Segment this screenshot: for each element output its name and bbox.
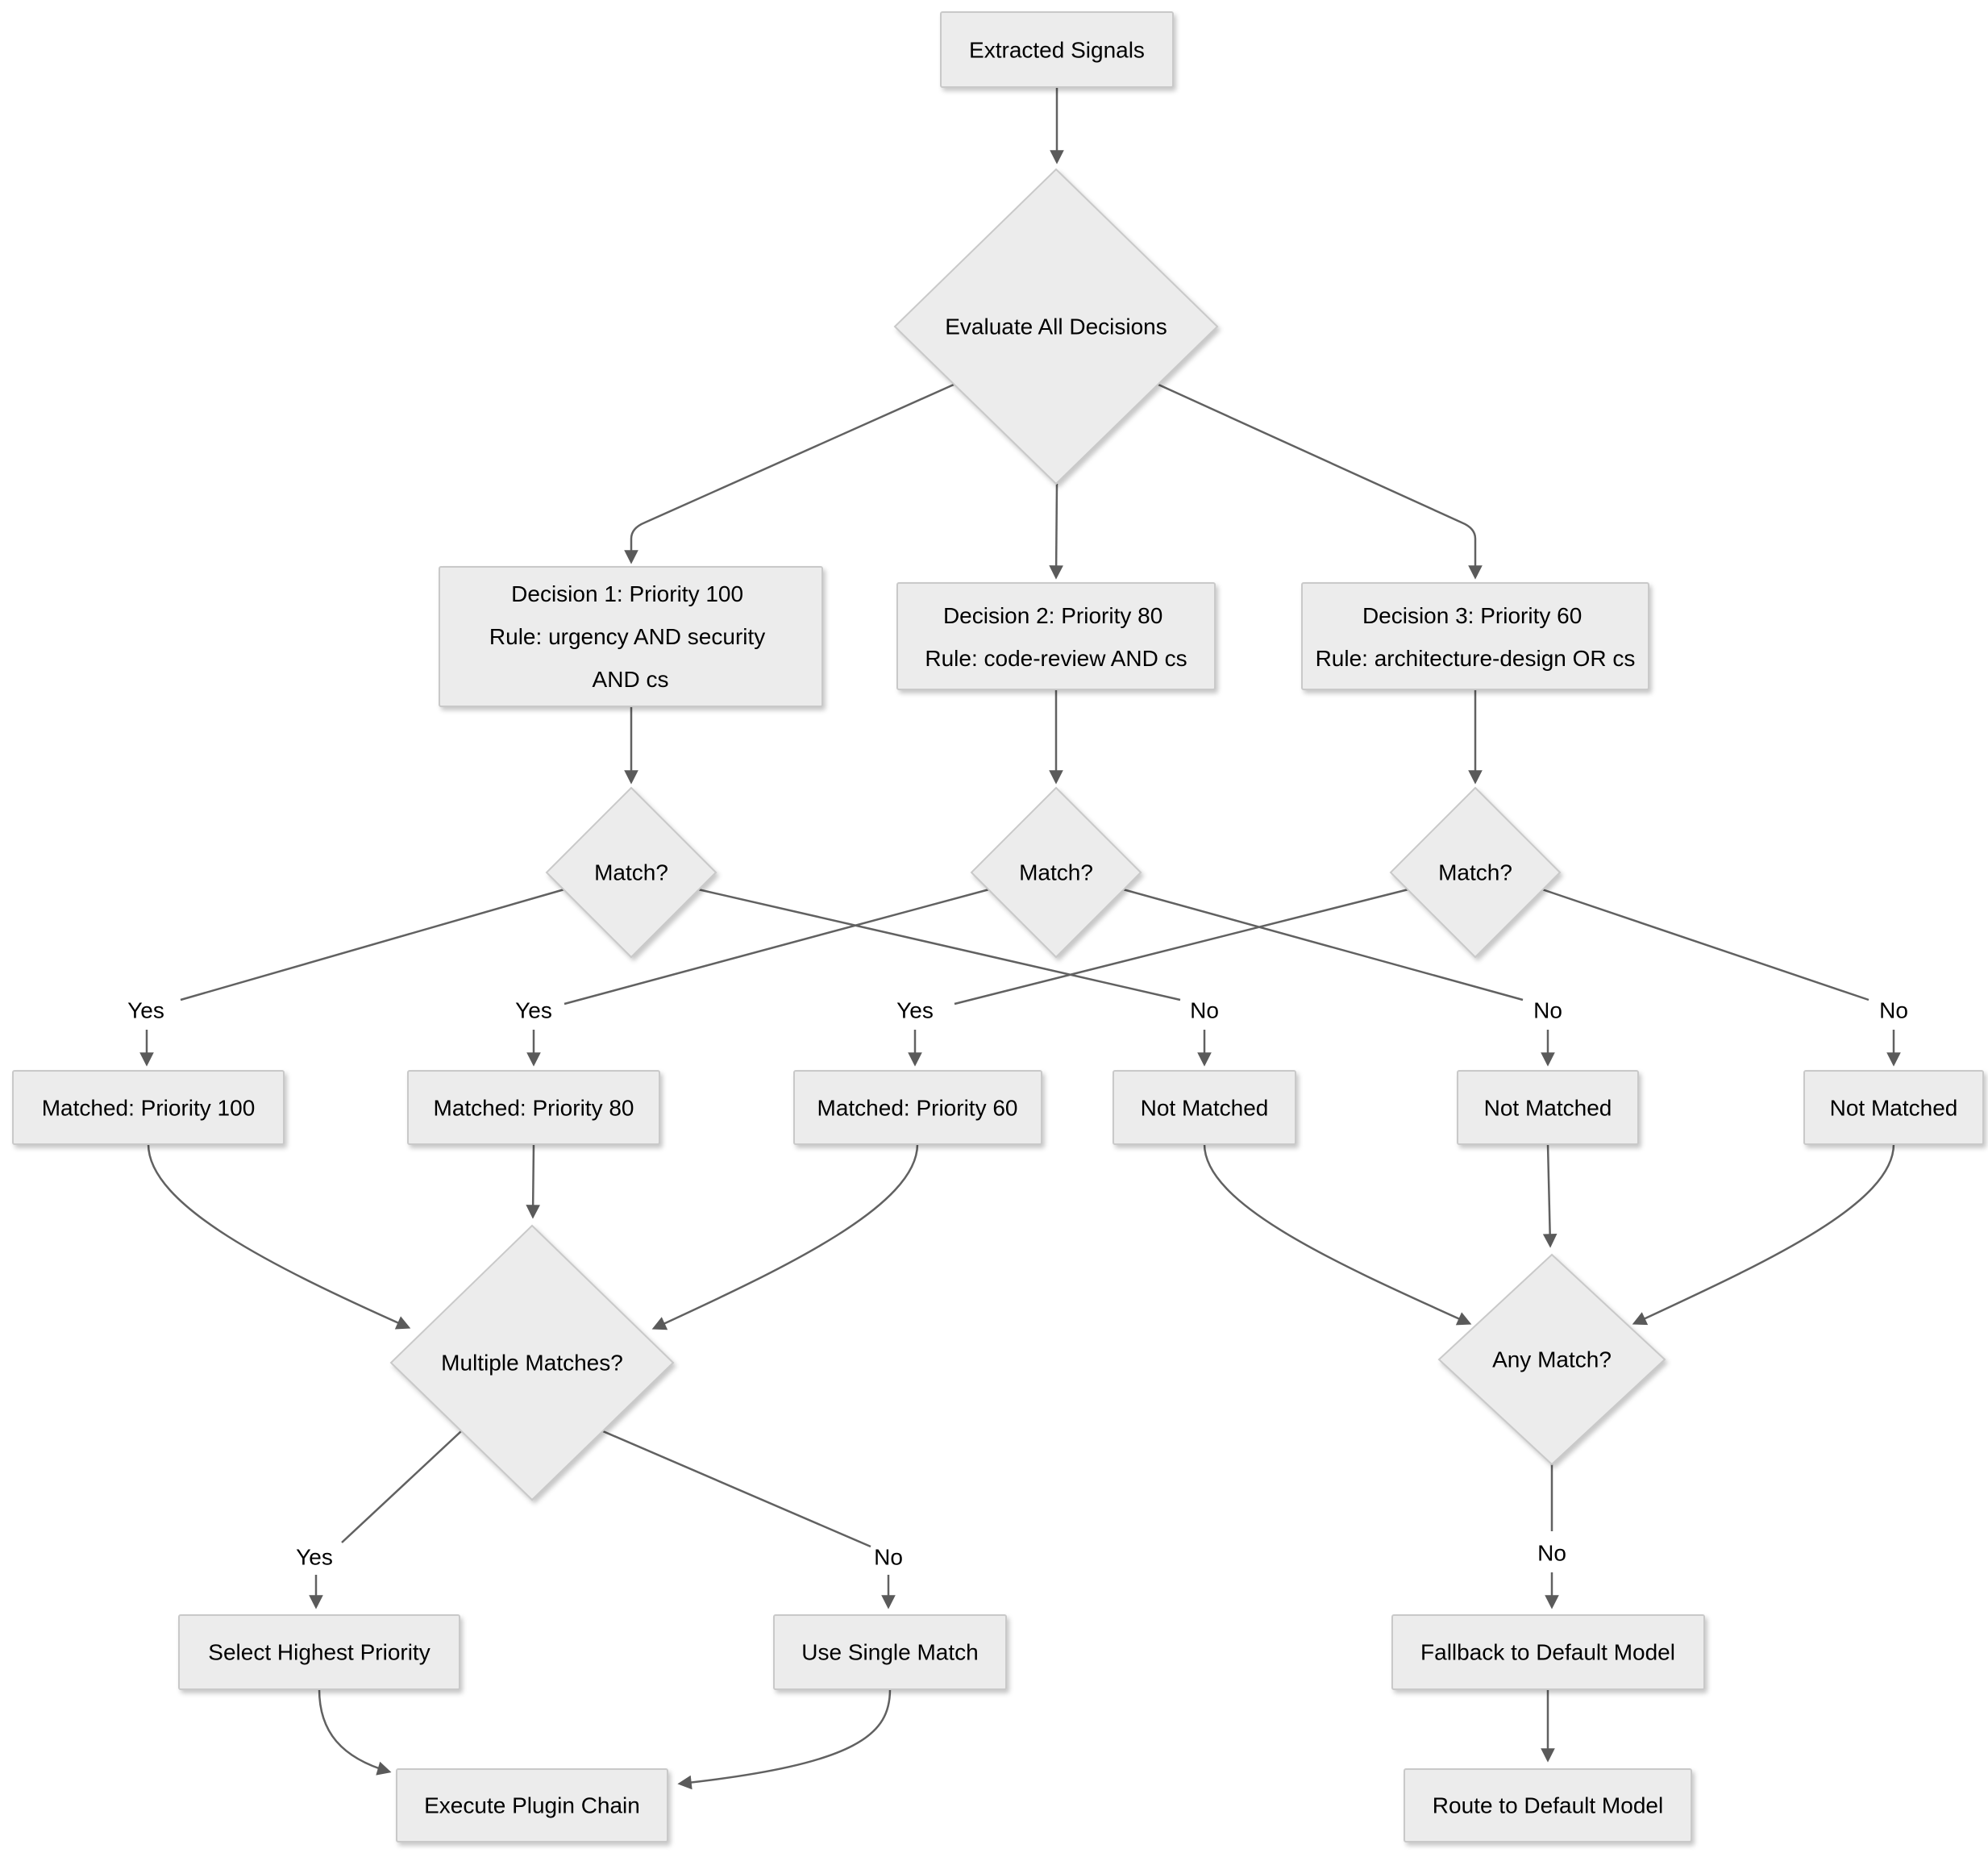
edge-match2-no-diagonal: [1122, 888, 1524, 1001]
node-select-highest-priority: Select Highest Priority: [178, 1614, 460, 1690]
edge-label-match1-yes: Yes: [127, 998, 164, 1023]
route-default-label: Route to Default Model: [1433, 1793, 1663, 1818]
node-any-match: Any Match?: [1437, 1253, 1666, 1466]
node-matched-60: Matched: Priority 60: [793, 1070, 1042, 1145]
edge-label-match3-no: No: [1879, 998, 1908, 1023]
edge-single-to-execute: [677, 1688, 892, 1790]
node-not-matched-3: Not Matched: [1803, 1070, 1984, 1145]
notmatched1-box: [1113, 1070, 1296, 1145]
notmatched3-box: [1803, 1070, 1984, 1145]
node-execute-plugin-chain: Execute Plugin Chain: [396, 1768, 668, 1842]
edge-labels: Yes Yes Yes No No No Yes No No: [127, 998, 1908, 1570]
decision1-box: [439, 566, 823, 707]
matched80-label: Matched: Priority 80: [434, 1096, 634, 1121]
edge-label-match3-yes: Yes: [896, 998, 934, 1023]
extracted-signals-box: [940, 11, 1174, 88]
match2-label: Match?: [1019, 860, 1093, 885]
match3-label: Match?: [1438, 860, 1512, 885]
edge-match2-yes-diagonal: [564, 888, 990, 1006]
node-match-1: Match?: [545, 786, 717, 959]
edge-multiple-no-diagonal: [602, 1430, 871, 1548]
match1-label: Match?: [594, 860, 668, 885]
edge-evaluate-to-decision1: [624, 383, 954, 564]
evaluate-label: Evaluate All Decisions: [945, 314, 1167, 339]
edge-label-multiple-no: No: [874, 1545, 903, 1570]
edge-evaluate-to-decision2: [1049, 483, 1063, 580]
edge-match1-yes-diagonal: [180, 888, 565, 1001]
matched60-label: Matched: Priority 60: [817, 1096, 1018, 1121]
edge-select-to-execute: [318, 1688, 392, 1776]
evaluate-diamond: [893, 168, 1219, 485]
select-highest-box: [178, 1614, 460, 1690]
edge-matched100-to-multiple: [147, 1143, 411, 1330]
matched60-box: [793, 1070, 1042, 1145]
node-use-single-match: Use Single Match: [773, 1614, 1007, 1690]
edge-evaluate-to-decision3: [1158, 383, 1483, 580]
any-match-diamond: [1437, 1253, 1666, 1466]
node-extracted-signals: Extracted Signals: [940, 11, 1174, 88]
edge-notmatched1-to-anymatch: [1203, 1143, 1472, 1326]
edge-multiple-yes-diagonal: [341, 1430, 462, 1543]
node-decision-2: Decision 2: Priority 80 Rule: code-revie…: [896, 582, 1216, 690]
route-default-box: [1404, 1768, 1692, 1842]
decision1-label: Decision 1: Priority 100 Rule: urgency A…: [489, 581, 771, 692]
extracted-signals-label: Extracted Signals: [969, 38, 1145, 63]
edge-match1-no-diagonal: [697, 888, 1181, 1001]
node-not-matched-1: Not Matched: [1113, 1070, 1296, 1145]
fallback-box: [1391, 1614, 1705, 1690]
notmatched3-label: Not Matched: [1830, 1096, 1958, 1121]
edge-notmatched2-to-anymatch: [1542, 1143, 1558, 1248]
select-highest-label: Select Highest Priority: [208, 1640, 430, 1665]
decision2-label: Decision 2: Priority 80 Rule: code-revie…: [925, 603, 1187, 671]
node-matched-100: Matched: Priority 100: [12, 1070, 285, 1145]
edge-matched80-to-multiple: [526, 1143, 540, 1219]
edge-label-match1-no: No: [1190, 998, 1219, 1023]
decision2-box: [896, 582, 1216, 690]
edge-matched60-to-multiple: [651, 1143, 919, 1330]
edges: [139, 87, 1901, 1790]
node-multiple-matches: Multiple Matches?: [389, 1224, 675, 1501]
use-single-label: Use Single Match: [801, 1640, 978, 1665]
decision3-box: [1301, 582, 1649, 690]
notmatched2-box: [1457, 1070, 1639, 1145]
notmatched1-label: Not Matched: [1141, 1096, 1269, 1121]
multiple-matches-label: Multiple Matches?: [441, 1351, 623, 1376]
decision3-label: Decision 3: Priority 60 Rule: architectu…: [1316, 603, 1636, 671]
matched100-box: [12, 1070, 285, 1145]
match1-diamond: [545, 786, 717, 959]
matched100-label: Matched: Priority 100: [42, 1096, 256, 1121]
edge-label-any-no: No: [1537, 1541, 1566, 1566]
edge-label-match2-yes: Yes: [515, 998, 552, 1023]
any-match-label: Any Match?: [1492, 1347, 1612, 1372]
fallback-label: Fallback to Default Model: [1420, 1640, 1675, 1665]
matched80-box: [407, 1070, 660, 1145]
match2-diamond: [970, 786, 1142, 959]
multiple-matches-diamond: [389, 1224, 675, 1501]
node-evaluate-all-decisions: Evaluate All Decisions: [893, 168, 1219, 485]
node-not-matched-2: Not Matched: [1457, 1070, 1639, 1145]
execute-chain-label: Execute Plugin Chain: [424, 1793, 640, 1818]
edge-notmatched3-to-anymatch: [1632, 1143, 1895, 1326]
edge-match3-no-diagonal: [1541, 888, 1869, 1001]
node-match-3: Match?: [1389, 786, 1562, 959]
notmatched2-label: Not Matched: [1484, 1096, 1612, 1121]
node-decision-1: Decision 1: Priority 100 Rule: urgency A…: [439, 566, 823, 707]
node-decision-3: Decision 3: Priority 60 Rule: architectu…: [1301, 582, 1649, 690]
node-match-2: Match?: [970, 786, 1142, 959]
node-matched-80: Matched: Priority 80: [407, 1070, 660, 1145]
node-route-default-model: Route to Default Model: [1404, 1768, 1692, 1842]
edge-label-match2-no: No: [1533, 998, 1562, 1023]
edge-label-multiple-yes: Yes: [296, 1545, 333, 1570]
match3-diamond: [1389, 786, 1562, 959]
edge-match3-yes-diagonal: [954, 888, 1409, 1006]
execute-chain-box: [396, 1768, 668, 1842]
node-fallback-default-model: Fallback to Default Model: [1391, 1614, 1705, 1690]
use-single-box: [773, 1614, 1007, 1690]
